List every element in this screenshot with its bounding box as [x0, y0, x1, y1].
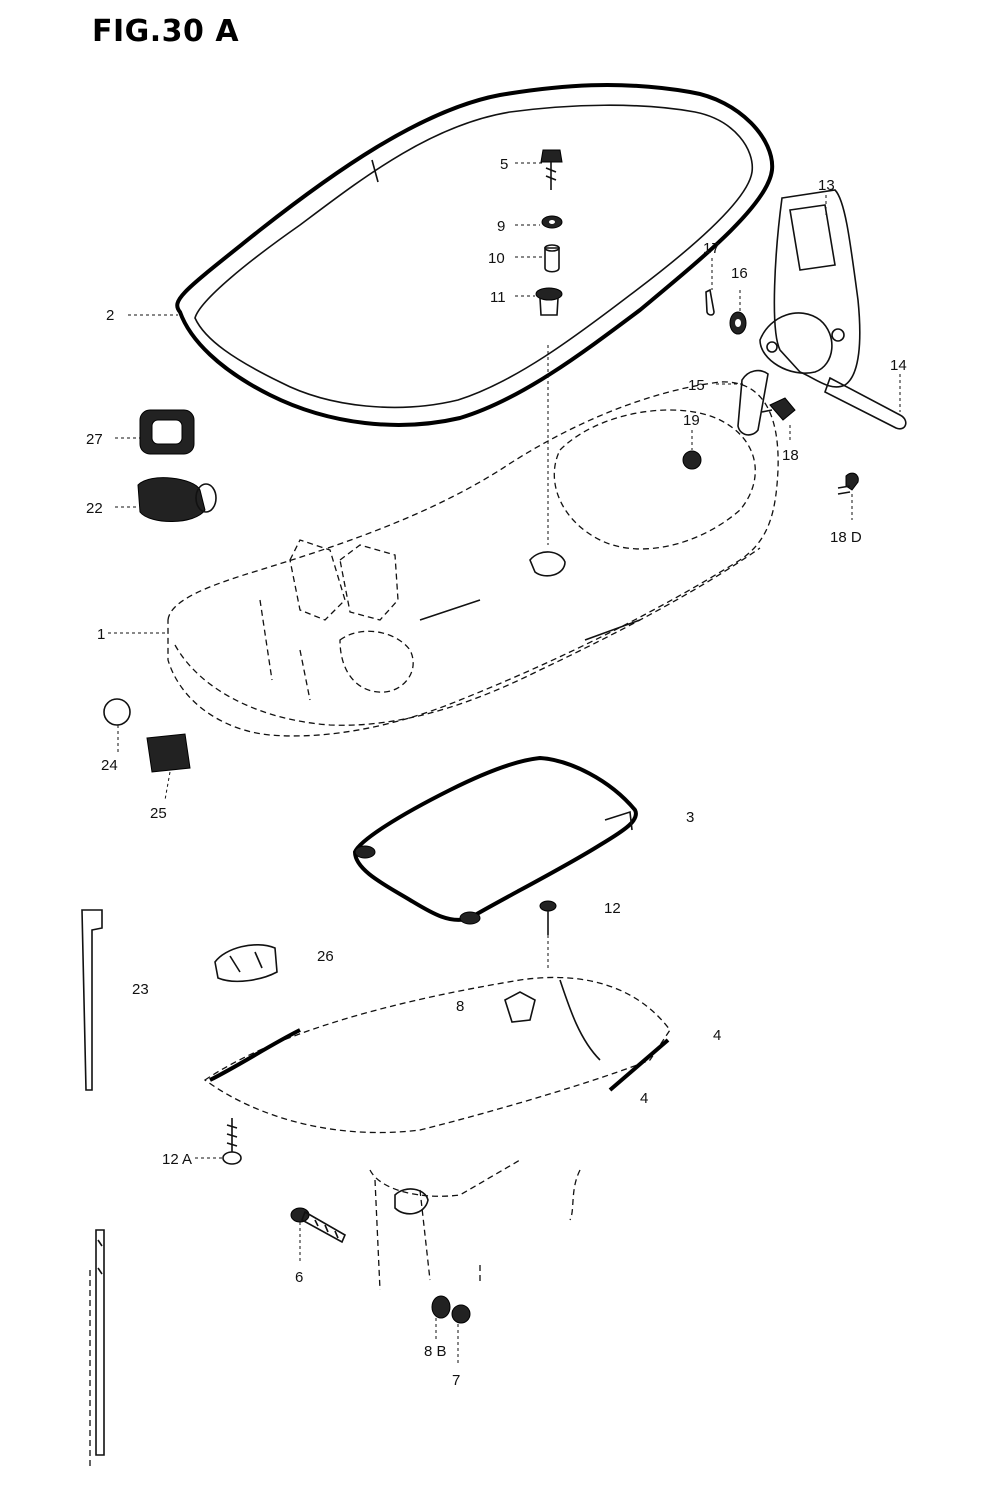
bolt-part-6 [290, 1207, 347, 1244]
callout-9: 9 [497, 218, 505, 235]
callout-13: 13 [818, 177, 835, 194]
callout-22: 22 [86, 500, 103, 517]
clip-part-26 [214, 944, 278, 983]
callout-2: 2 [106, 307, 114, 324]
latch-assembly [682, 189, 907, 495]
callout-18D: 18 D [830, 529, 862, 546]
callout-5: 5 [500, 156, 508, 173]
callout-24: 24 [101, 757, 118, 774]
callout-18: 18 [782, 447, 799, 464]
callout-10: 10 [488, 250, 505, 267]
rods [81, 909, 105, 1470]
callout-25: 25 [150, 805, 167, 822]
callout-labels: 5 9 10 11 2 13 17 16 15 14 19 18 18 D 27… [86, 156, 907, 1389]
callout-12: 12 [604, 900, 621, 917]
callout-27: 27 [86, 431, 103, 448]
callout-26: 26 [317, 948, 334, 965]
callout-14: 14 [890, 357, 907, 374]
callout-8: 8 [456, 998, 464, 1015]
figure-title: FIG.30 A [92, 14, 240, 49]
callout-12A: 12 A [162, 1151, 192, 1168]
callout-4: 4 [713, 1027, 721, 1044]
callout-19: 19 [683, 412, 700, 429]
plate-part-3 [352, 755, 638, 925]
bottom-cowling-part-1 [167, 345, 779, 737]
screw-part-12A [222, 1118, 242, 1165]
callout-3: 3 [686, 809, 694, 826]
fastener-stack [535, 149, 563, 316]
small-caps [103, 698, 191, 773]
callout-7: 7 [452, 1372, 460, 1389]
callout-17: 17 [703, 240, 720, 257]
callout-15: 15 [688, 377, 705, 394]
screw-and-nut [504, 900, 557, 1023]
callout-11: 11 [490, 289, 506, 306]
callout-6: 6 [295, 1269, 303, 1286]
leader-lines [108, 162, 901, 1365]
callout-4b: 4 [640, 1090, 648, 1107]
lower-bracket [203, 976, 671, 1291]
callout-23: 23 [132, 981, 149, 998]
seal-ring-part-2 [175, 82, 775, 427]
grommets [137, 409, 217, 522]
washer-nut [431, 1295, 471, 1324]
callout-8B: 8 B [424, 1343, 447, 1360]
callout-16: 16 [731, 265, 748, 282]
callout-1: 1 [97, 626, 105, 643]
